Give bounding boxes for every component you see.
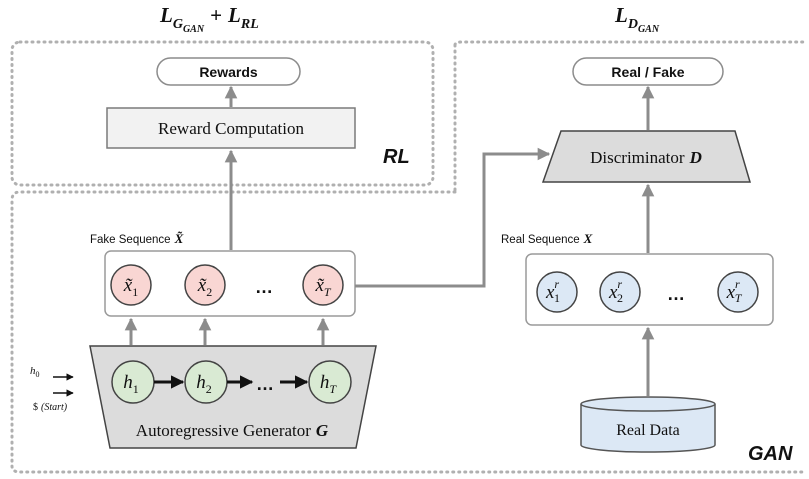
fake-sequence-ellipsis: … <box>255 277 273 297</box>
h0-input-label: h0 <box>30 365 40 379</box>
svg-text:x̃2: x̃2 <box>197 275 212 299</box>
real-data-store <box>580 396 716 453</box>
svg-text:xr2: xr2 <box>608 277 623 305</box>
discriminator-block <box>541 130 752 183</box>
generator-block <box>89 345 377 449</box>
hidden-state: h2 <box>184 360 228 404</box>
svg-text:h2: h2 <box>196 372 212 396</box>
reward-computation-box <box>106 107 356 149</box>
fake-token: x̃2 <box>184 264 226 306</box>
fake-sequence-box <box>104 250 356 317</box>
svg-text:x̃1: x̃1 <box>123 275 138 299</box>
gan-region-label: GAN <box>748 443 793 465</box>
real-data-label: Real Data <box>616 422 680 439</box>
gan-region-border <box>10 40 805 474</box>
hidden-state: hT <box>308 360 352 404</box>
real-fake-label: Real / Fake <box>611 64 684 80</box>
rewards-node <box>156 57 301 86</box>
svg-text:hT: hT <box>320 372 338 396</box>
svg-text:x̃T: x̃T <box>314 275 331 299</box>
rewards-label: Rewards <box>199 64 258 80</box>
generator-loss-title: LGGAN+LRL <box>159 3 259 35</box>
fake-to-discriminator-arrow <box>355 147 551 288</box>
fake-token: x̃T <box>302 264 344 306</box>
fake-token: x̃1 <box>110 264 152 306</box>
generator-ellipsis: … <box>256 374 274 394</box>
rl-region-label: RL <box>383 146 410 168</box>
svg-text:h1: h1 <box>123 372 139 396</box>
rl-region-border <box>10 40 435 187</box>
hidden-state: h1 <box>111 360 155 404</box>
real-fake-node <box>572 57 724 86</box>
reward-computation-label: Reward Computation <box>158 119 304 138</box>
real-sequence-box <box>525 253 774 326</box>
svg-text:xrT: xrT <box>726 277 743 305</box>
svg-text:xr1: xr1 <box>545 277 560 305</box>
real-sequence-ellipsis: … <box>667 284 685 304</box>
discriminator-loss-title: LDGAN <box>614 3 660 35</box>
start-input-label: $(Start) <box>33 402 68 413</box>
